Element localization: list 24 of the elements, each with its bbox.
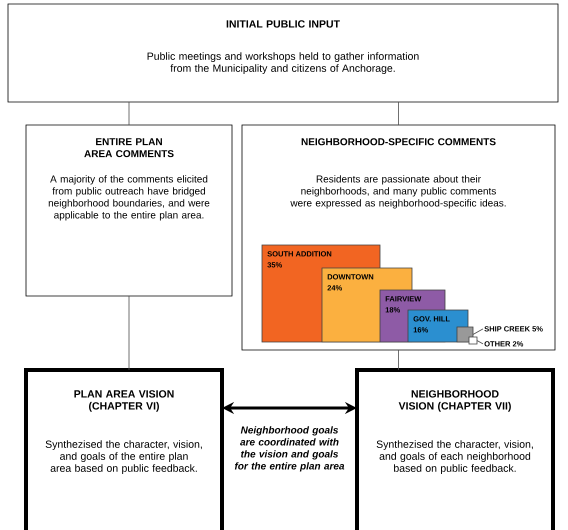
box-text: Public meetings and workshops held to gather information from the Municipality and citizens of Anchorage. xyxy=(148,52,419,74)
box-heading: NEIGHBORHOOD-SPECIFIC COMMENTS xyxy=(302,138,496,146)
box-heading: ENTIRE PLAN AREA COMMENTS xyxy=(84,138,174,158)
connector-line xyxy=(398,350,399,370)
small-square xyxy=(456,326,474,342)
box-heading: PLAN AREA VISION (CHAPTER VI) xyxy=(74,390,174,412)
edge-label: Neighborhood goals are coordinated with the vision and goals for the entire plan area xyxy=(232,425,346,473)
leader-line xyxy=(472,328,484,335)
process-box xyxy=(26,124,232,296)
box-text: Synthezised the character, vision, and goals of each neighborhood based on public feedback. xyxy=(376,440,533,474)
connector-line xyxy=(128,102,130,126)
box-heading: INITIAL PUBLIC INPUT xyxy=(226,20,340,28)
process-box xyxy=(24,368,224,530)
connector-line xyxy=(398,102,399,126)
process-box xyxy=(355,368,555,530)
box-heading: NEIGHBORHOOD VISION (CHAPTER VII) xyxy=(398,390,511,412)
box-text: Synthezised the character, vision, and goals of the entire plan area based on public feedback. xyxy=(46,440,202,474)
process-box xyxy=(8,4,558,102)
process-box xyxy=(242,124,556,350)
box-text: A majority of the comments elicited from public outreach have bridged neighborhood boundaries, and were applicable to the entire plan area. xyxy=(48,175,210,221)
box-text: Residents are passionate about their neighborhoods, and many public comments were expressed as neighborhood-specific ideas. xyxy=(290,175,506,208)
leader-line xyxy=(476,340,484,344)
connector-line xyxy=(128,296,130,370)
small-square xyxy=(468,336,478,344)
